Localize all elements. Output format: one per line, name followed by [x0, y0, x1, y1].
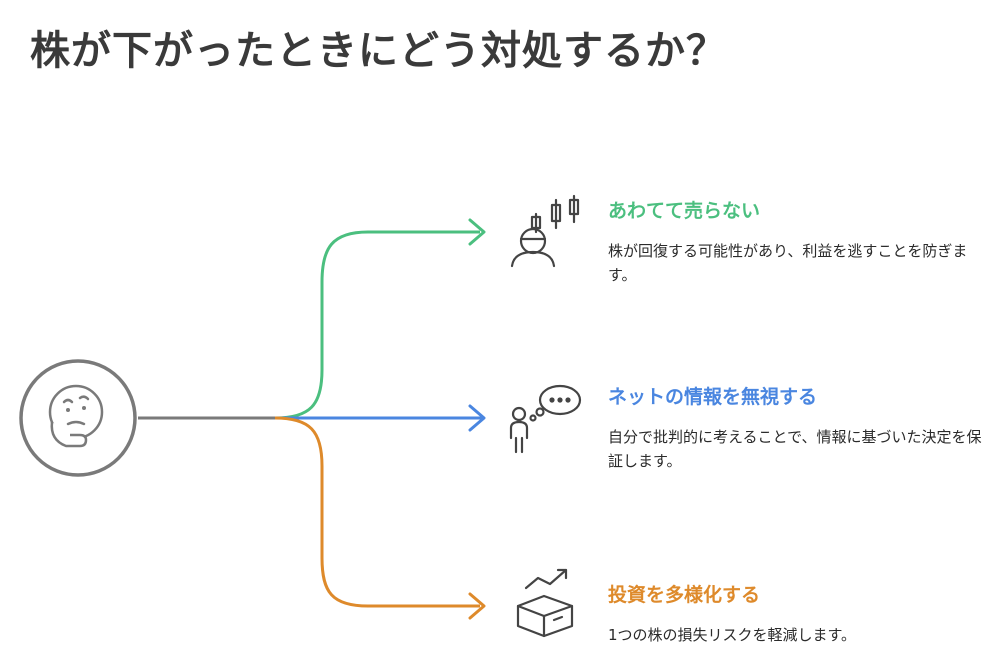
thinking-face-icon	[19, 359, 137, 477]
branch-description: 1つの株の損失リスクを軽減します。	[608, 626, 857, 644]
branch-ignore-online-info: ネットの情報を無視する 自分で批判的に考えることで、情報に基づいた決定を保証しま…	[608, 382, 988, 473]
person-thinking-speech-bubble-icon	[509, 384, 582, 454]
connector-line-orange	[274, 416, 480, 608]
arrowhead-orange	[468, 592, 486, 620]
branch-dont-panic-sell: あわてて売らない 株が回復する可能性があり、利益を逃すことを防ぎます。	[608, 196, 988, 287]
branch-title: ネットの情報を無視する	[608, 386, 818, 408]
person-candlestick-chart-icon	[510, 194, 580, 268]
branch-title: 投資を多様化する	[608, 584, 761, 606]
branch-title: あわてて売らない	[608, 200, 761, 222]
arrowhead-green	[468, 218, 486, 246]
arrowhead-blue	[468, 404, 486, 432]
page-title: 株が下がったときにどう対処するか？	[30, 28, 727, 74]
box-rising-arrow-icon	[516, 568, 574, 638]
branch-diversify: 投資を多様化する 1つの株の損失リスクを軽減します。	[608, 580, 988, 647]
branch-description: 株が回復する可能性があり、利益を逃すことを防ぎます。	[608, 242, 968, 284]
connector-line-green	[274, 230, 480, 420]
branch-description: 自分で批判的に考えることで、情報に基づいた決定を保証します。	[608, 428, 982, 470]
